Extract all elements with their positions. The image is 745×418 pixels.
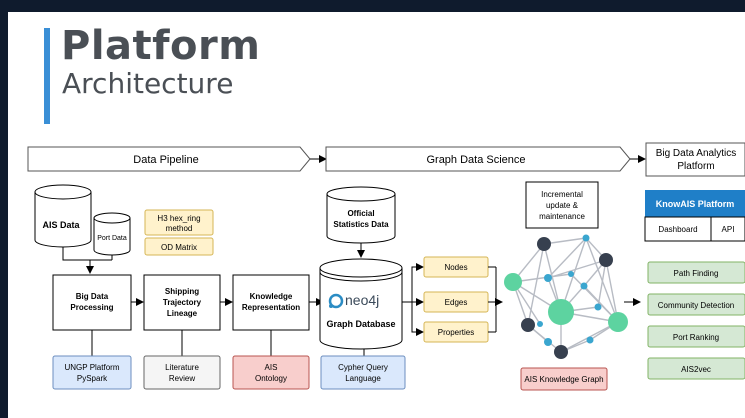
ungp-pyspark-box: UNGP Platform PySpark — [52, 355, 132, 390]
pipeline-stage-graph: Graph Data Science — [325, 146, 631, 172]
ais-data-source: AIS Data — [34, 184, 92, 248]
h3-label-1: H3 hex_ring — [157, 214, 200, 223]
literature-review-box: Literature Review — [143, 355, 221, 390]
feature-port-ranking-label: Port Ranking — [673, 333, 719, 342]
pipeline-stage-platform-label-1: Big Data Analytics — [656, 148, 737, 159]
accent-bar — [44, 28, 50, 124]
arrow-sources-processing — [62, 247, 94, 274]
pipeline-stage-data-label: Data Pipeline — [133, 154, 198, 166]
knowledge-label-2: Representation — [242, 303, 300, 312]
incremental-label-1: Incremental — [541, 190, 583, 199]
properties-label: Properties — [438, 328, 474, 337]
feature-ais2vec: AIS2vec — [647, 357, 745, 380]
incremental-update-box: Incremental update & maintenance — [525, 181, 599, 229]
feature-port-ranking: Port Ranking — [647, 325, 745, 348]
knowledge-representation-box: Knowledge Representation — [232, 274, 310, 331]
feature-path-finding-label: Path Finding — [674, 269, 719, 278]
knowais-platform-header: KnowAIS Platform — [645, 190, 745, 217]
arrow-graphdb-nodes — [402, 263, 424, 303]
pipeline-stage-platform-label-2: Platform — [677, 161, 714, 172]
ais-data-label: AIS Data — [42, 220, 80, 230]
od-matrix-label: OD Matrix — [161, 243, 197, 252]
feature-path-finding: Path Finding — [647, 261, 745, 284]
neo4j-label: neo4j — [345, 292, 379, 308]
incremental-label-3: maintenance — [539, 212, 585, 221]
od-matrix-box: OD Matrix — [144, 237, 214, 256]
shipping-label-2: Trajectory — [163, 298, 202, 307]
shipping-label-3: Lineage — [167, 309, 198, 318]
tab-dashboard-label: Dashboard — [658, 225, 697, 234]
knowledge-graph-nodes — [504, 234, 628, 359]
incremental-label-2: update & — [546, 201, 579, 210]
big-data-label-2: Processing — [70, 303, 113, 312]
lit-label-1: Literature — [165, 363, 199, 372]
feature-ais2vec-label: AIS2vec — [681, 365, 711, 374]
slide: Platform Architecture Data Pipeline Grap… — [8, 12, 745, 418]
ais-ontology-box: AIS Ontology — [232, 355, 310, 390]
graph-database: neo4j Graph Database — [319, 258, 403, 350]
edges-box: Edges — [423, 291, 489, 313]
port-data-source: Port Data — [93, 212, 131, 256]
tab-dashboard[interactable]: Dashboard — [644, 216, 712, 242]
pipeline-stage-graph-label: Graph Data Science — [426, 154, 525, 166]
lit-label-2: Review — [169, 374, 195, 383]
shipping-trajectory-box: Shipping Trajectory Lineage — [143, 274, 221, 331]
big-data-processing-box: Big Data Processing — [52, 274, 132, 331]
ungp-label-1: UNGP Platform — [65, 363, 120, 372]
ais-ontology-label-1: AIS — [265, 363, 278, 372]
arrow-graphdb-properties — [411, 302, 424, 336]
tab-api-label: API — [722, 225, 735, 234]
cypher-label-2: Language — [345, 374, 381, 383]
graph-database-label: Graph Database — [326, 319, 395, 329]
architecture-diagram: Data Pipeline Graph Data Science Big Dat… — [27, 142, 745, 391]
properties-box: Properties — [423, 321, 489, 343]
big-data-label-1: Big Data — [76, 292, 109, 301]
ais-knowledge-graph-label-box: AIS Knowledge Graph — [520, 367, 608, 391]
h3-hex-ring-box: H3 hex_ring method — [144, 209, 214, 236]
nodes-box: Nodes — [423, 256, 489, 278]
ais-ontology-label-2: Ontology — [255, 374, 287, 383]
page-subtitle: Architecture — [62, 67, 234, 100]
pipeline-stage-data: Data Pipeline — [27, 146, 311, 172]
ais-knowledge-graph-label: AIS Knowledge Graph — [524, 375, 603, 384]
edges-label: Edges — [445, 298, 468, 307]
ungp-label-2: PySpark — [77, 374, 108, 383]
tab-api[interactable]: API — [710, 216, 745, 242]
feature-community-detection-label: Community Detection — [658, 301, 734, 310]
h3-label-2: method — [166, 224, 193, 233]
nodes-label: Nodes — [444, 263, 467, 272]
feature-community-detection: Community Detection — [647, 293, 745, 316]
page-title: Platform — [61, 23, 261, 69]
official-label-1: Official — [347, 209, 374, 218]
cypher-query-box: Cypher Query Language — [320, 355, 406, 390]
official-label-2: Statistics Data — [333, 220, 389, 229]
port-data-label: Port Data — [97, 235, 127, 242]
knowledge-label-1: Knowledge — [250, 292, 293, 301]
shipping-label-1: Shipping — [165, 287, 199, 296]
official-statistics-source: Official Statistics Data — [326, 186, 396, 244]
knowais-platform-label: KnowAIS Platform — [656, 199, 735, 209]
cypher-label-1: Cypher Query — [338, 363, 388, 372]
neo4j-logo-icon — [328, 293, 344, 309]
pipeline-stage-platform: Big Data Analytics Platform — [645, 142, 745, 177]
